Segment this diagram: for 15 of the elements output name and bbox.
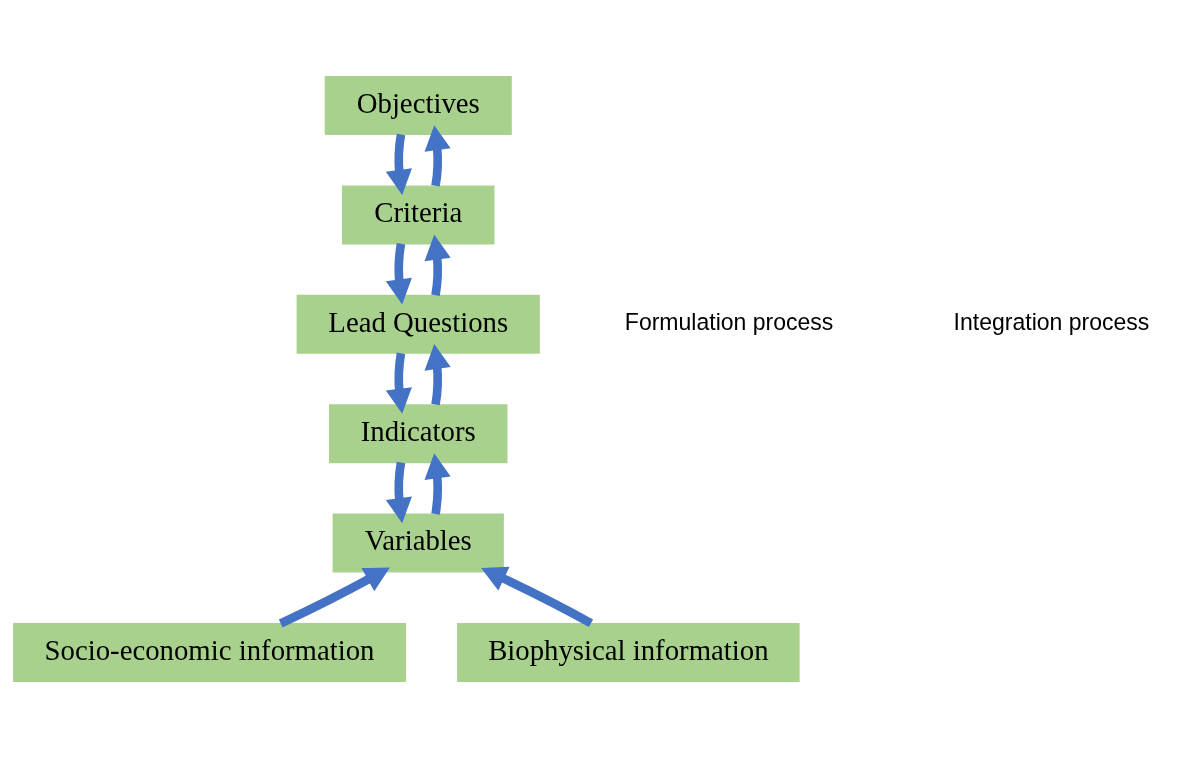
node-box: Socio-economic information: [13, 622, 406, 682]
label: Integration process: [953, 308, 1150, 335]
arrow: [424, 343, 451, 405]
label: Formulation process: [624, 308, 834, 335]
arrow: [424, 124, 451, 186]
node-box: Objectives: [324, 75, 512, 135]
arrow: [278, 566, 390, 627]
node-box: Indicators: [329, 403, 508, 463]
node-box: Lead Questions: [296, 294, 540, 354]
node-box: Criteria: [341, 184, 495, 244]
node-box: Biophysical information: [457, 622, 800, 682]
arrow: [385, 461, 412, 523]
arrow: [385, 133, 412, 195]
arrow: [481, 566, 594, 627]
node-box: Variables: [332, 513, 504, 573]
